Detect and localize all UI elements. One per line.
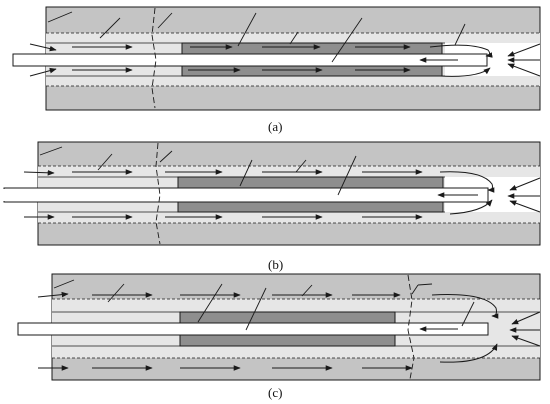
panel-c xyxy=(17,273,541,381)
panel-label-c: (c) xyxy=(268,385,283,400)
fracture-trace xyxy=(407,274,415,380)
panel-a xyxy=(12,6,541,111)
fracture-lines xyxy=(53,279,475,331)
tubing-string xyxy=(3,187,489,203)
flow-arrows xyxy=(23,169,541,220)
fracture-lines xyxy=(39,146,357,196)
panel-label-a: (a) xyxy=(268,119,283,134)
flow-arrows xyxy=(37,291,541,371)
flow-arrows xyxy=(29,43,541,77)
fracture-trace xyxy=(151,7,157,109)
tubing-string xyxy=(12,53,488,67)
fracture-lines xyxy=(47,11,466,63)
panel-b xyxy=(0,141,541,246)
panel-label-b: (b) xyxy=(268,257,284,272)
tubing-string xyxy=(17,322,489,336)
